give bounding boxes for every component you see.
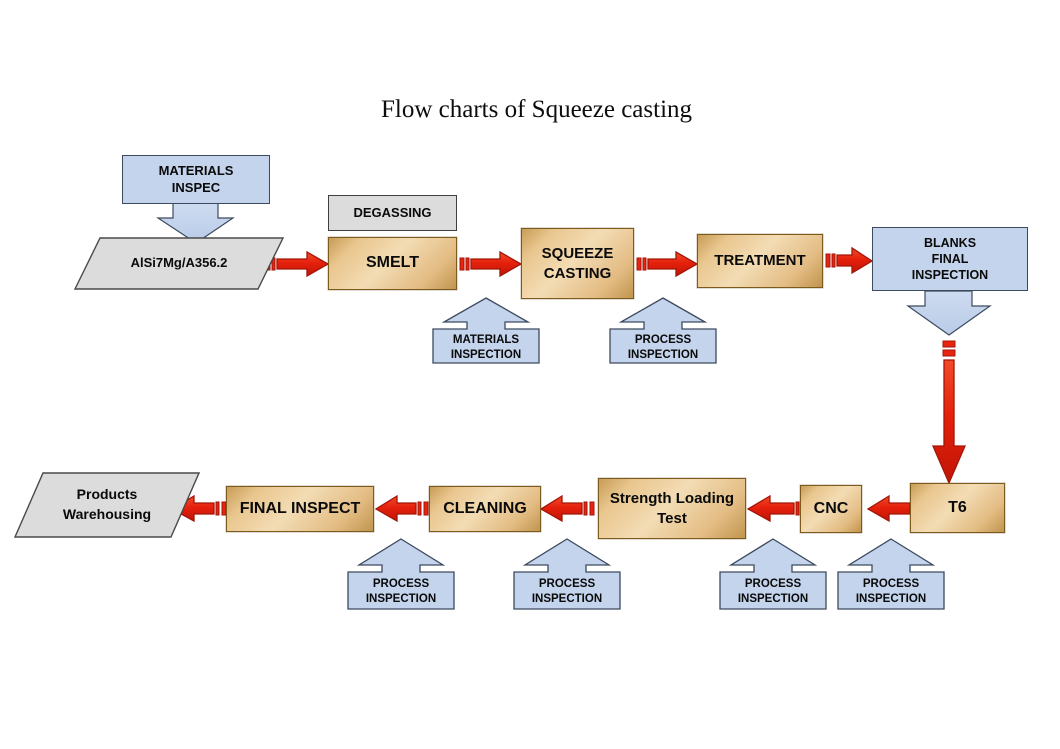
callout-process-inspection-strength-label: PROCESS INSPECTION — [737, 578, 809, 606]
node-final-inspect-label: FINAL INSPECT — [239, 499, 361, 517]
callout-process-inspection-strength[interactable]: PROCESS INSPECTION — [719, 538, 827, 610]
callout-materials-inspection-smelt-label: MATERIALS INSPECTION — [450, 334, 522, 362]
node-products-warehousing-label: Products Warehousing — [62, 486, 152, 522]
node-degassing-label: DEGASSING — [353, 204, 432, 220]
up-arrow-shape — [513, 538, 621, 610]
node-blanks-final-inspection-label: BLANKS FINAL INSPECTION — [911, 235, 989, 283]
node-cnc[interactable]: CNC — [800, 485, 862, 533]
node-squeeze-casting-label: SQUEEZE CASTING — [541, 245, 614, 282]
up-arrow-shape — [719, 538, 827, 610]
callout-materials-inspection-smelt[interactable]: MATERIALS INSPECTION — [432, 297, 540, 364]
callout-process-inspection-final[interactable]: PROCESS INSPECTION — [347, 538, 455, 610]
arrow-cleaning-to-final-inspect — [374, 494, 429, 523]
arrow-blanks-to-t6 — [932, 340, 966, 485]
node-t6[interactable]: T6 — [910, 483, 1005, 533]
up-arrow-shape — [837, 538, 945, 610]
callout-process-inspection-cnc-label: PROCESS INSPECTION — [855, 578, 927, 606]
node-squeeze-casting[interactable]: SQUEEZE CASTING — [521, 228, 634, 299]
node-smelt[interactable]: SMELT — [328, 237, 457, 290]
node-materials-inspec[interactable]: MATERIALS INSPEC — [122, 155, 270, 204]
parallelogram-shape — [74, 237, 284, 290]
node-materials-inspec-label: MATERIALS INSPEC — [158, 162, 234, 195]
up-arrow-shape — [432, 297, 540, 364]
callout-process-inspection-cleaning-label: PROCESS INSPECTION — [531, 578, 603, 606]
up-arrow-shape — [609, 297, 717, 364]
callout-process-inspection-casting[interactable]: PROCESS INSPECTION — [609, 297, 717, 364]
node-cleaning[interactable]: CLEANING — [429, 486, 541, 532]
node-degassing[interactable]: DEGASSING — [328, 195, 457, 231]
arrow-blanks-down — [906, 290, 992, 336]
node-treatment[interactable]: TREATMENT — [697, 234, 823, 288]
node-cnc-label: CNC — [813, 499, 849, 517]
node-treatment-label: TREATMENT — [714, 252, 806, 270]
node-final-inspect[interactable]: FINAL INSPECT — [226, 486, 374, 532]
callout-process-inspection-cnc[interactable]: PROCESS INSPECTION — [837, 538, 945, 610]
up-arrow-shape — [347, 538, 455, 610]
arrow-squeeze-casting-to-treatment — [636, 250, 699, 278]
node-smelt-label: SMELT — [365, 254, 420, 272]
page-title: Flow charts of Squeeze casting — [381, 96, 693, 123]
node-blanks-final-inspection[interactable]: BLANKS FINAL INSPECTION — [872, 227, 1028, 291]
callout-process-inspection-final-label: PROCESS INSPECTION — [365, 578, 437, 606]
node-strength-loading-test[interactable]: Strength Loading Test — [598, 478, 746, 539]
arrow-cnc-to-strength-test — [746, 494, 807, 523]
callout-process-inspection-casting-label: PROCESS INSPECTION — [627, 334, 699, 362]
arrow-treatment-to-blanks — [825, 246, 874, 275]
node-cleaning-label: CLEANING — [443, 499, 527, 517]
arrow-strength-test-to-cleaning — [539, 494, 595, 523]
node-t6-label: T6 — [948, 498, 967, 516]
node-products-warehousing[interactable]: Products Warehousing — [14, 472, 200, 538]
arrow-smelt-to-squeeze-casting — [459, 250, 523, 278]
parallelogram-shape — [14, 472, 200, 538]
node-strength-loading-test-label: Strength Loading Test — [609, 490, 735, 527]
node-material-spec[interactable]: AlSi7Mg/A356.2 — [74, 237, 284, 290]
node-material-spec-label: AlSi7Mg/A356.2 — [130, 255, 228, 271]
callout-process-inspection-cleaning[interactable]: PROCESS INSPECTION — [513, 538, 621, 610]
